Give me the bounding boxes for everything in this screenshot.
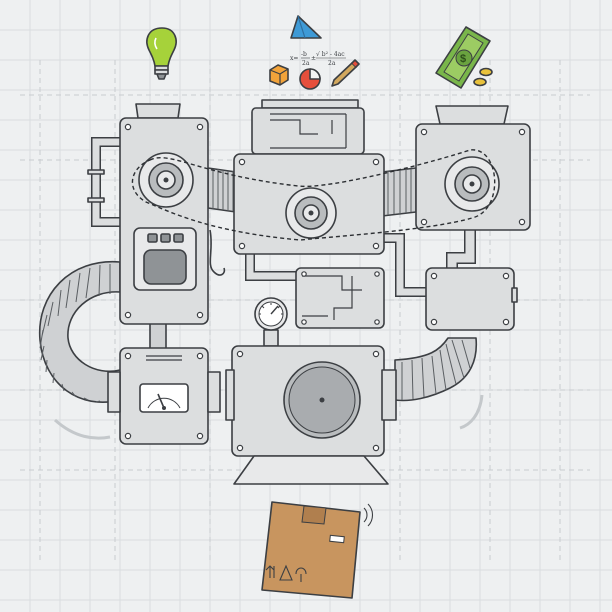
drive-belt — [131, 149, 496, 241]
center-pulley — [285, 187, 337, 239]
right-flex-hose — [394, 337, 478, 402]
banknote-icon: $ — [435, 26, 491, 89]
meter-module — [107, 347, 221, 445]
lightbulb-icon — [146, 27, 177, 80]
formula-lhs: x= — [290, 55, 298, 62]
right-module — [415, 105, 531, 231]
formula-frac1-num: -b — [301, 51, 307, 58]
formula-op: ± — [311, 55, 316, 62]
pipes — [87, 137, 476, 351]
pencil-icon — [331, 59, 360, 87]
formula-frac2-den: 2a — [328, 60, 336, 67]
left-module — [119, 103, 209, 325]
meter-dial — [139, 383, 189, 413]
formula-frac2-num: √ b² - 4ac — [316, 51, 345, 58]
control-panel — [133, 227, 197, 291]
center-module — [233, 99, 385, 255]
pie-icon — [299, 68, 321, 90]
right-pulley — [444, 156, 500, 212]
cube-icon — [269, 64, 289, 86]
drum-module — [225, 345, 397, 485]
machine-base — [233, 455, 389, 485]
svg-text:$: $ — [460, 53, 466, 65]
triangle-icon — [290, 15, 322, 39]
drum-wheel — [283, 361, 361, 439]
box-icon — [261, 501, 374, 599]
formula: x= -b 2a ± √ b² - 4ac 2a — [290, 51, 346, 67]
gauge-icon — [254, 297, 288, 347]
formula-frac1-den: 2a — [302, 60, 310, 67]
small-right-box — [425, 267, 518, 331]
belt-hose-right — [381, 167, 417, 217]
coin-icon — [473, 67, 493, 87]
left-pulley — [138, 152, 194, 208]
small-center-box — [295, 267, 385, 329]
